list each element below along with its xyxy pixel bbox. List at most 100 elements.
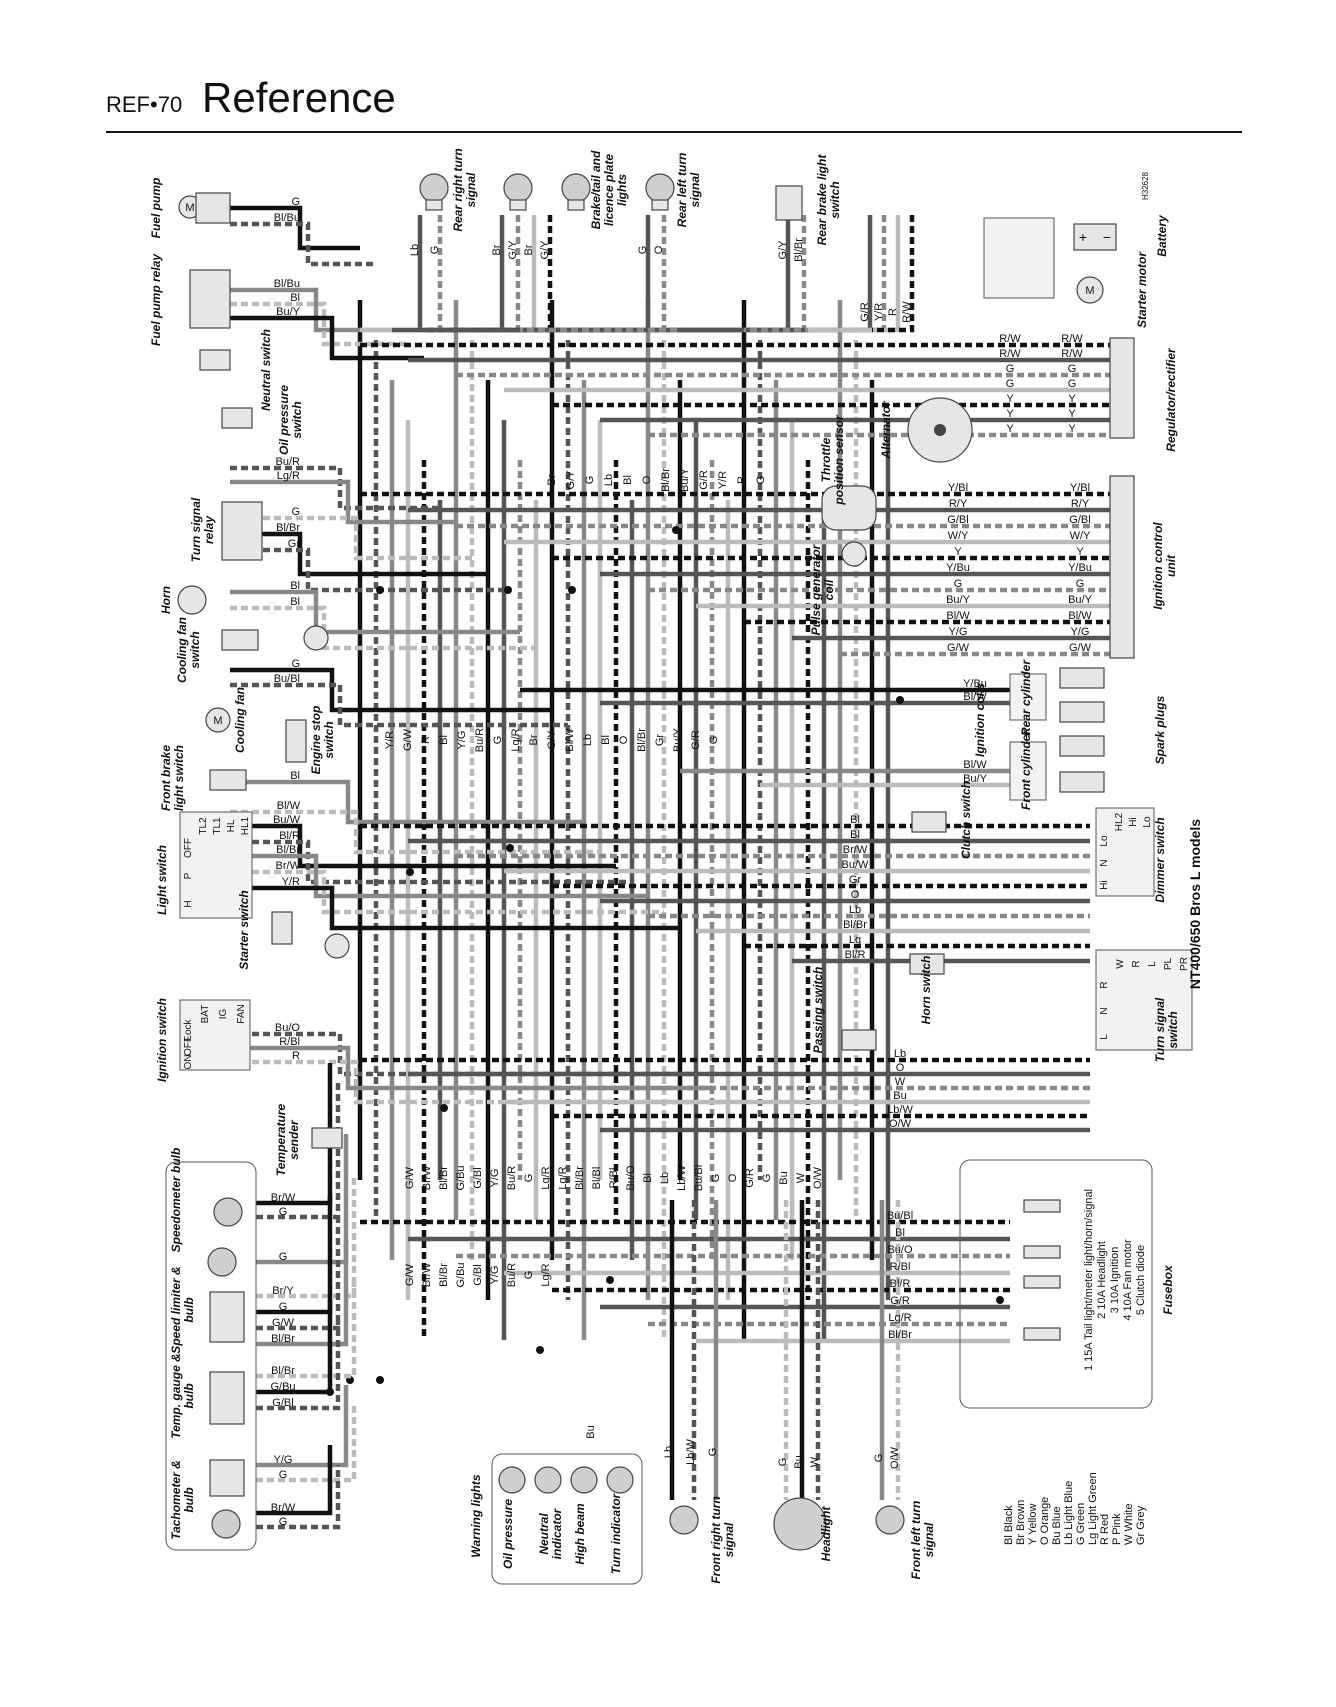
wire-label: Br/W	[271, 1502, 296, 1514]
regulator-label: Regulator/rectifier	[1164, 347, 1178, 452]
wire-label: O/W	[889, 1446, 901, 1469]
wire-label: G	[761, 1174, 773, 1183]
wire-label: R/W	[999, 333, 1021, 345]
pulse-generator-symbol	[841, 541, 867, 567]
wire-label: G/Bl	[472, 1167, 484, 1188]
fuse-legend: 4 10A Fan motor	[1122, 1239, 1134, 1321]
wire-label: G	[1076, 578, 1085, 590]
wire-label: Y	[1068, 408, 1076, 420]
wire	[230, 515, 472, 561]
color-key-entry: R Red	[1099, 1514, 1111, 1545]
wire-label: Bl/Br	[276, 522, 300, 534]
turn-indicator-label: Turn indicator	[609, 1492, 623, 1574]
turn-signal-switch-col: W	[1115, 959, 1126, 969]
wire-label: Bl/Br	[271, 1333, 295, 1345]
wire-label: R/Bl	[890, 1261, 911, 1273]
wire-label: Bu/R	[474, 728, 486, 753]
fusebox-frame	[959, 1159, 1153, 1409]
fuel-pump-letter: M	[185, 202, 194, 214]
wire-label: Bl	[622, 475, 634, 485]
light-switch-row: P	[183, 872, 194, 879]
dimmer-switch-row: N	[1099, 859, 1110, 866]
wire	[256, 1445, 333, 1516]
icu-label: Ignition control	[1151, 522, 1165, 610]
brake-tail-label: licence plate	[602, 154, 616, 226]
wire-label: Lb	[849, 904, 861, 916]
dimmer-switch-col: HL2	[1114, 812, 1125, 831]
wire-label: G/Y	[507, 240, 519, 260]
wire-label: G	[873, 1454, 885, 1463]
wire	[230, 589, 520, 635]
tachometer-label: Tachometer &	[169, 1460, 183, 1540]
starter-relay-box	[983, 217, 1055, 299]
rear-left-turn-label: Rear left turn	[675, 153, 689, 228]
warning-bulb-3	[570, 1466, 598, 1494]
wire-label: Y/Bu	[946, 562, 970, 574]
color-key-entry: G Green	[1075, 1503, 1087, 1545]
wire	[515, 215, 840, 333]
turn-signal-relay-box	[221, 501, 263, 561]
front-cylinder-label: Front cylinder	[1019, 729, 1033, 810]
temperature-sender-label: Temperature	[274, 1104, 288, 1177]
starter-switch-label: Starter switch	[237, 890, 251, 969]
wire-label: G	[637, 246, 649, 255]
wire-label: G	[279, 1251, 288, 1263]
fuse-legend: 5 Clutch diode	[1135, 1245, 1147, 1315]
front-right-turn-bulb	[669, 1505, 699, 1535]
wire-label: G	[1068, 363, 1077, 375]
clutch-switch-label: Clutch switch	[959, 781, 973, 859]
rear-right-turn-label: Rear right turn	[451, 148, 465, 231]
oil-pressure-switch-box	[221, 407, 253, 429]
light-switch-col: HL1	[240, 816, 251, 835]
wire-label: Bu/Y	[679, 467, 691, 492]
rear-brake-switch-label: Rear brake light	[815, 154, 829, 246]
wire-label: R/W	[1061, 348, 1083, 360]
wire-label: Bu/Y	[672, 727, 684, 752]
color-key-entry: Y Yellow	[1027, 1504, 1039, 1545]
speed-limiter-label: Speed limiter &	[169, 1266, 183, 1353]
fuel-pump-relay-box	[189, 269, 231, 329]
wire-label: O/W	[889, 1118, 912, 1130]
color-key-entry: Br Brown	[1015, 1500, 1027, 1545]
cooling-fan-switch-label: Cooling fan	[175, 617, 189, 683]
wire-label: Br	[528, 734, 540, 745]
oil-pressure-switch-label: switch	[290, 401, 304, 438]
wire-label: Y	[1076, 546, 1084, 558]
wire-label: R/Bl	[608, 1168, 620, 1189]
turn-signal-switch-col: PR	[1179, 957, 1190, 971]
engine-stop-switch-label: switch	[322, 721, 336, 758]
wire-label: G	[429, 246, 441, 255]
headlight-bulb	[773, 1497, 827, 1551]
wire	[360, 215, 537, 333]
wire-label: Y/R	[873, 303, 885, 321]
horn-switch-box	[909, 953, 945, 975]
wire-label: Y/R	[384, 731, 396, 749]
wire-label: Y/G	[274, 1454, 293, 1466]
wire	[230, 547, 504, 593]
wire-label: Lb/W	[676, 1165, 688, 1191]
wire-label: Bl	[600, 735, 612, 745]
tail-bulb-2-base	[567, 199, 585, 211]
wire-junction	[376, 586, 384, 594]
icu-label: unit	[1164, 554, 1178, 577]
wire-label: Y	[1068, 423, 1076, 435]
wire-label: G/R	[698, 470, 710, 490]
wire-label: Lb	[659, 1172, 671, 1184]
wire-junction	[672, 526, 680, 534]
wire-label: G/R	[744, 1168, 756, 1188]
wire-label: Y/G	[489, 1169, 501, 1188]
turn-signal-switch-col: R	[1131, 960, 1142, 967]
wire-label: Y	[1006, 393, 1014, 405]
wire-label: Bl/R	[890, 1278, 911, 1290]
tachometer-bulb	[211, 1509, 241, 1539]
wire-label: W	[809, 1456, 821, 1467]
wire-label: R/W	[999, 348, 1021, 360]
wire-label: Lg/R	[540, 1166, 552, 1189]
cooling-fan-symbol	[205, 707, 231, 733]
ignition-switch-col: FAN	[236, 1004, 247, 1023]
headlight-label: Headlight	[819, 1506, 833, 1562]
wire-label: Lg/R	[277, 470, 300, 482]
starter-switch-box	[271, 911, 293, 945]
ignition-switch-row: Lock	[183, 1018, 194, 1040]
wire-label: Lb	[663, 1446, 675, 1458]
